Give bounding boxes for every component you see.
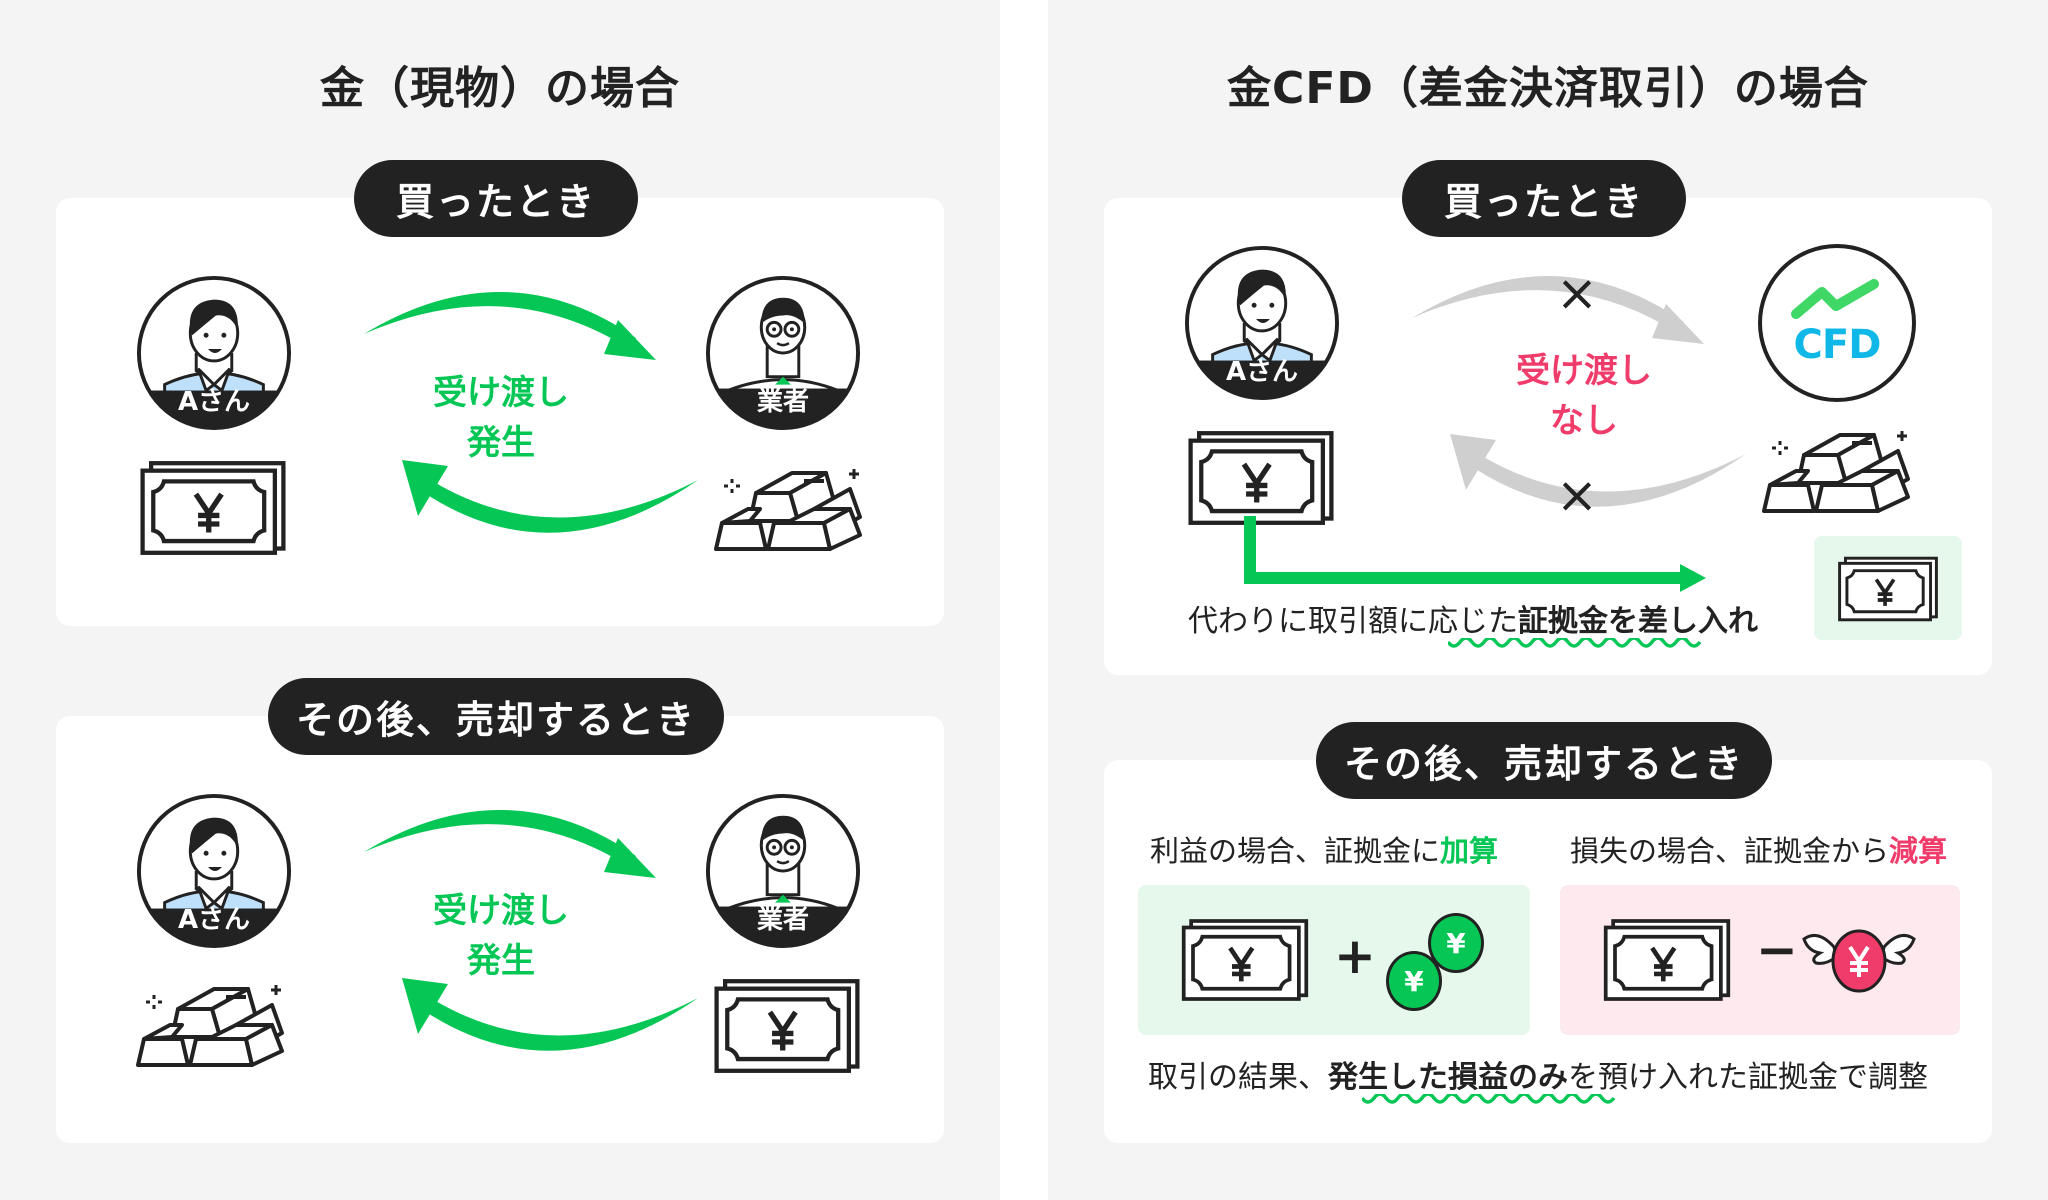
transfer-line1: 受け渡し (433, 373, 569, 413)
trend-up-icon (1791, 279, 1879, 319)
margin-deposit-arrow (1244, 516, 1706, 592)
no-exchange-arrows-icon (1412, 275, 1746, 507)
pill-buy: 買ったとき (354, 160, 638, 237)
dealer-label: 業者 (756, 387, 809, 417)
margin-box (1814, 536, 1962, 640)
dealer-label: 業者 (756, 905, 809, 935)
loss-box: − (1560, 885, 1960, 1035)
pill-buy: 買ったとき (1402, 160, 1686, 237)
left-title: 金（現物）の場合 (320, 63, 680, 114)
yen-bills-icon (712, 978, 862, 1074)
yen-bills-icon (1180, 917, 1310, 1003)
minus-sign: − (1756, 921, 1798, 979)
cross-mark-top: × (1556, 264, 1598, 322)
transfer-line2: 発生 (467, 941, 535, 981)
exchange-arrows-icon (364, 291, 698, 533)
transfer-occurs-label: 受け渡し 発生 (386, 368, 616, 468)
margin-caption-plain: 代わりに取引額に応じた (1188, 604, 1518, 639)
transfer-occurs-label: 受け渡し 発生 (386, 886, 616, 986)
no-transfer-label: 受け渡し なし (1469, 346, 1699, 446)
no-transfer-line2: なし (1550, 401, 1618, 441)
right-panel-gold-cfd: 金CFD（差金決済取引）の場合 Aさん CFD × × 受け渡し なし (1048, 0, 2048, 1200)
plus-sign: + (1334, 927, 1376, 985)
exchange-arrows-icon (364, 809, 698, 1051)
flying-yen-coin-icon (1802, 929, 1916, 993)
transfer-line1: 受け渡し (433, 891, 569, 931)
person-a-label: Aさん (177, 387, 251, 417)
cross-mark-bottom: × (1556, 466, 1598, 524)
wavy-underline (1448, 638, 1702, 648)
margin-caption-bold: 証拠金を差し入れ (1518, 604, 1758, 639)
result-caption-bold: 発生した損益のみ (1328, 1060, 1568, 1095)
margin-caption: 代わりに取引額に応じた証拠金を差し入れ (1188, 596, 1758, 640)
profit-text: 利益の場合、証拠金に (1150, 834, 1441, 868)
wavy-underline (1362, 1094, 1616, 1104)
no-transfer-line1: 受け渡し (1516, 351, 1652, 391)
yen-bills-icon (1602, 917, 1732, 1003)
loss-highlight: 減算 (1889, 834, 1948, 868)
pill-sell: その後、売却するとき (268, 678, 724, 755)
gold-bars-icon (136, 980, 286, 1072)
yen-bills-icon (1186, 430, 1336, 526)
loss-heading: 損失の場合、証拠金から減算 (1570, 828, 1947, 870)
loss-text: 損失の場合、証拠金から (1570, 834, 1890, 868)
person-a-label: Aさん (177, 905, 251, 935)
right-sell-card: 利益の場合、証拠金に加算 損失の場合、証拠金から減算 + ¥ ¥ − 取引の結果… (1104, 760, 1992, 1143)
left-buy-card: Aさん 業者 受け渡し 発生 (56, 198, 944, 626)
transfer-line2: 発生 (467, 423, 535, 463)
gold-bars-icon (1762, 426, 1912, 518)
left-sell-card: Aさん 業者 受け渡し 発生 (56, 716, 944, 1143)
yen-bills-icon (1836, 556, 1940, 622)
result-caption: 取引の結果、発生した損益のみを預け入れた証拠金で調整 (1148, 1052, 1928, 1096)
yen-coin-icon: ¥ (1386, 951, 1442, 1011)
profit-highlight: 加算 (1440, 834, 1499, 868)
left-panel-physical-gold: 金（現物）の場合 Aさん 業者 受け渡し 発生 買ったとき Aさん 業者 (0, 0, 1000, 1200)
gold-bars-icon (714, 464, 864, 556)
pill-sell: その後、売却するとき (1316, 722, 1772, 799)
right-title: 金CFD（差金決済取引）の場合 (1227, 63, 1869, 114)
person-a-label: Aさん (1225, 357, 1299, 387)
cfd-logo-text: CFD (1793, 322, 1882, 368)
yen-bills-icon (138, 460, 288, 556)
yen-coin-icon: ¥ (1428, 913, 1484, 973)
profit-box: + ¥ ¥ (1138, 885, 1530, 1035)
cfd-logo-circle: CFD (1758, 244, 1916, 402)
result-caption-post: を預け入れた証拠金で調整 (1568, 1060, 1928, 1095)
profit-heading: 利益の場合、証拠金に加算 (1150, 828, 1498, 870)
result-caption-pre: 取引の結果、 (1148, 1060, 1328, 1095)
right-buy-card: Aさん CFD × × 受け渡し なし (1104, 198, 1992, 675)
